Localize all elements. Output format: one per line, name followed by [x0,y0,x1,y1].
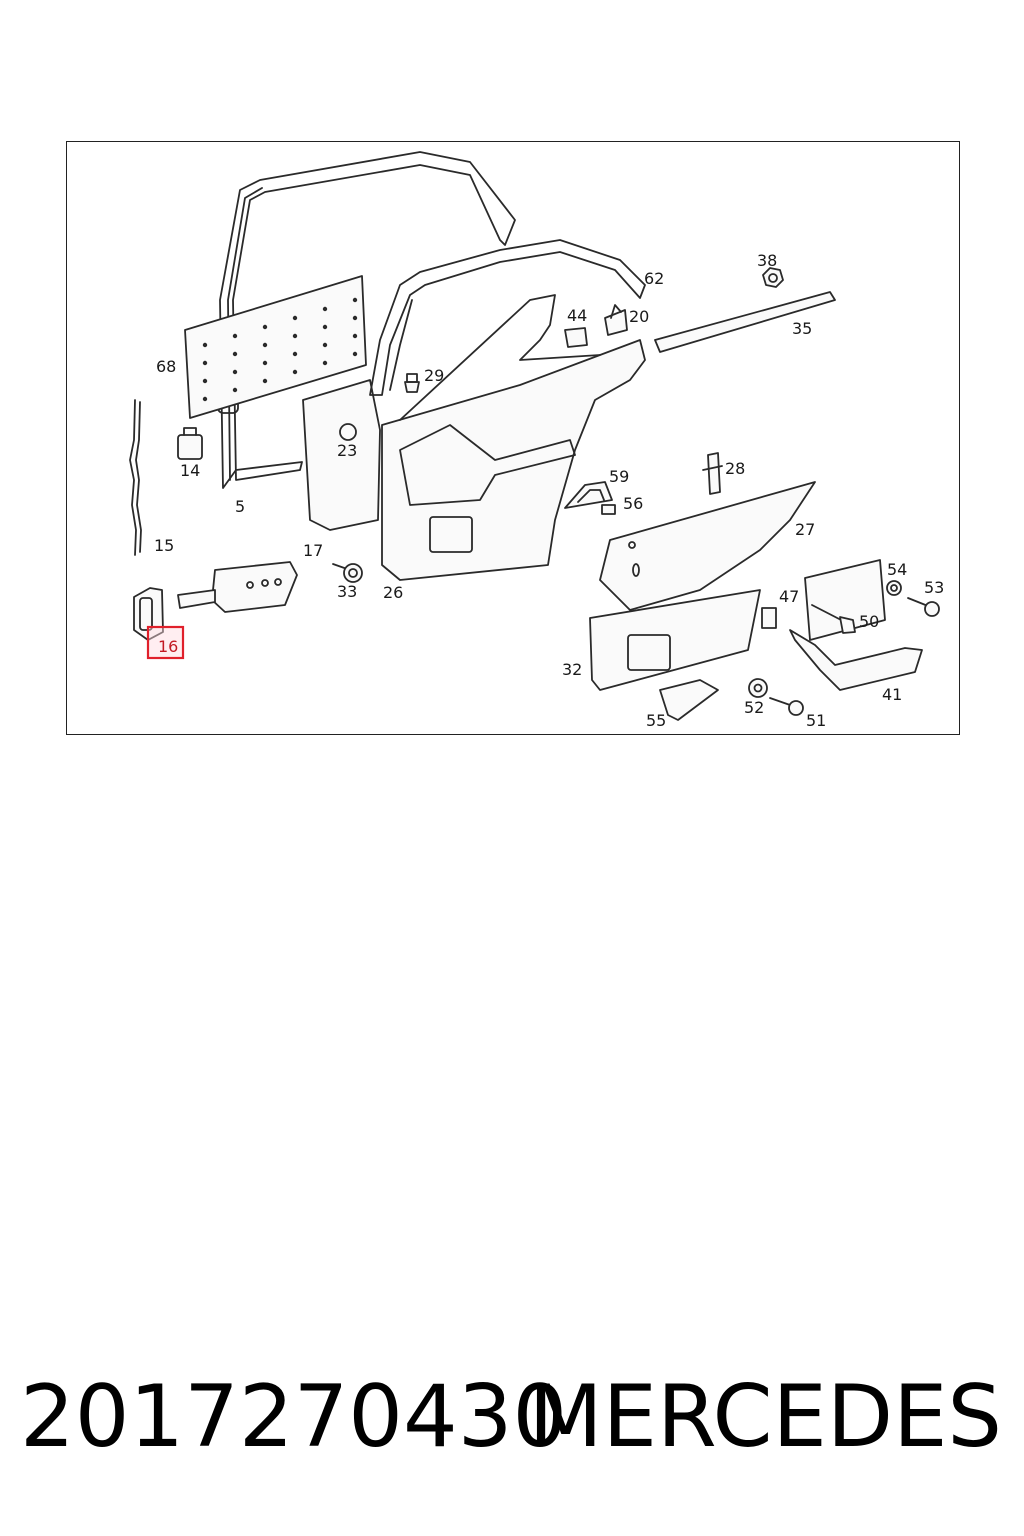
perforation-hole [202,360,208,366]
part-51-screw [769,697,804,716]
part-41-armrest [789,559,923,691]
callout-26: 26 [383,583,403,602]
callout-28: 28 [725,459,745,478]
callout-51: 51 [806,711,826,730]
callout-16: 16 [158,637,178,656]
perforation-hole [292,369,298,375]
callout-29: 29 [424,366,444,385]
perforation-hole [292,351,298,357]
callout-44: 44 [567,306,587,325]
perforation-hole [292,315,298,321]
perforation-hole [232,387,238,393]
perforation-hole [202,396,208,402]
perforation-hole [352,297,358,303]
callout-labels: 68 14 15 16 5 17 23 29 33 26 44 20 62 38 35 59 56 28 27 32 5… [154,251,944,730]
part-53-screw [907,597,940,617]
part-27-panel [599,481,816,611]
brand-name: MERCEDES [528,1367,1002,1467]
callout-35: 35 [792,319,812,338]
callout-62: 62 [644,269,664,288]
perforation-hole [292,333,298,339]
part-29-clip [404,373,420,393]
callout-38: 38 [757,251,777,270]
perforation-hole [322,324,328,330]
callout-56: 56 [623,494,643,513]
callout-17: 17 [303,541,323,560]
perforation-hole [322,306,328,312]
part-20-clip [604,304,628,336]
part-15-strip [129,399,142,556]
callout-50: 50 [859,612,879,631]
part-56-plug [601,504,616,515]
part-32-pocket [589,589,761,691]
perforation-hole [352,333,358,339]
part-68-sound-insulation [184,275,367,419]
part-35-molding [654,291,836,353]
perforation-hole [262,324,268,330]
perforation-hole [352,351,358,357]
callout-23: 23 [337,441,357,460]
part-38-nut [762,267,784,288]
part-59-handle [564,481,613,509]
callout-53: 53 [924,578,944,597]
part-26-door-panel [381,294,646,581]
footer: 2017270430 MERCEDES [0,1362,1024,1472]
part-50-bolt [811,604,856,634]
part-number: 2017270430 [20,1367,568,1467]
perforation-hole [202,378,208,384]
callout-5: 5 [235,497,245,516]
callout-47: 47 [779,587,799,606]
callout-27: 27 [795,520,815,539]
part-23-grommet [339,423,357,441]
door-check-arm [177,561,298,613]
perforation-hole [322,360,328,366]
callout-59: 59 [609,467,629,486]
callout-20: 20 [629,307,649,326]
callout-32: 32 [562,660,582,679]
perforation-hole [262,360,268,366]
perforation-hole [202,342,208,348]
part-55-ashtray [659,679,719,721]
callout-55: 55 [646,711,666,730]
part-54-washer [886,580,902,596]
callout-68: 68 [156,357,176,376]
perforation-hole [352,315,358,321]
perforation-hole [262,378,268,384]
part-17-inner-panel [302,379,381,531]
perforation-hole [322,342,328,348]
part-47-clip [761,607,777,629]
part-52-washer [748,678,768,698]
exploded-parts-diagram: 68 14 15 16 5 17 23 29 33 26 44 20 62 38 35 59 56 28 27 32 5… [129,151,944,730]
perforation-hole [232,333,238,339]
callout-54: 54 [887,560,907,579]
part-14-clip [177,427,203,460]
callout-14: 14 [180,461,200,480]
window-channel [369,239,646,396]
part-33-screw [332,563,363,583]
callout-33: 33 [337,582,357,601]
perforation-hole [232,351,238,357]
callout-52: 52 [744,698,764,717]
perforation-hole [262,342,268,348]
part-44-clip [564,327,588,348]
perforation-hole [232,369,238,375]
callout-15: 15 [154,536,174,555]
callout-41: 41 [882,685,902,704]
part-28-bracket [702,452,723,495]
highlight-box-16 [146,625,185,660]
